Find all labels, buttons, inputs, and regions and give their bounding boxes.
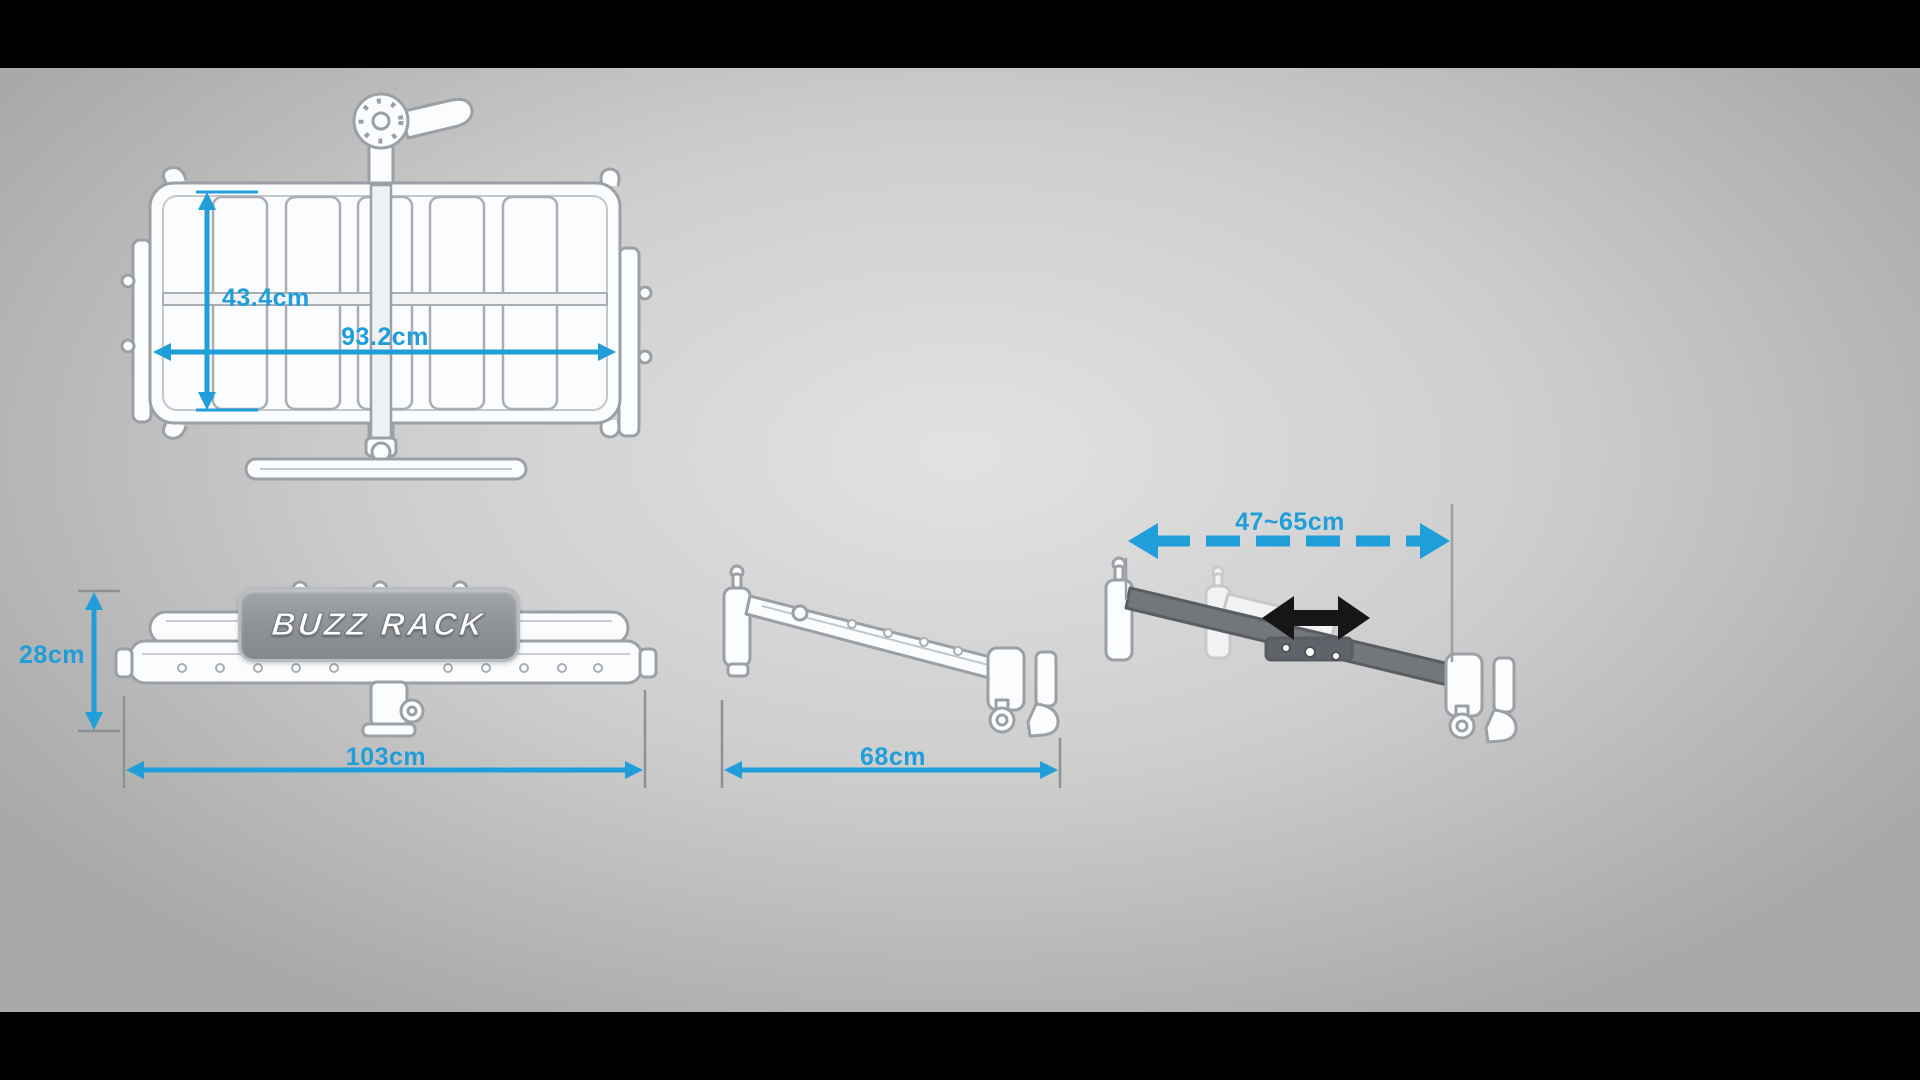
label-top-depth: 43.4cm [222,284,310,312]
slide-adjust-arrow-icon [1262,596,1370,640]
dim-arrow-front-height [78,589,120,733]
label-front-height: 28cm [19,641,85,669]
letterbox-top [0,0,1920,68]
logo-plate: BUZZ RACK [238,587,520,662]
label-adjust-range: 47~65cm [1235,508,1345,536]
dim-arrow-top-depth [196,190,258,412]
letterbox-bottom [0,1012,1920,1080]
logo-text: BUZZ RACK [270,606,488,643]
label-top-width: 93.2cm [341,323,429,351]
label-front-width: 103cm [345,743,427,771]
top-view-drawing [120,92,653,481]
label-side-length: 68cm [860,743,926,771]
dim-arrow-top-width [153,343,616,361]
side-view-drawing [722,564,1060,738]
dim-arrow-adjust-range [1124,504,1454,662]
dim-arrow-side-length [720,700,1062,788]
dim-arrow-front-width [122,690,647,788]
adjustable-view-drawing [1104,556,1518,744]
